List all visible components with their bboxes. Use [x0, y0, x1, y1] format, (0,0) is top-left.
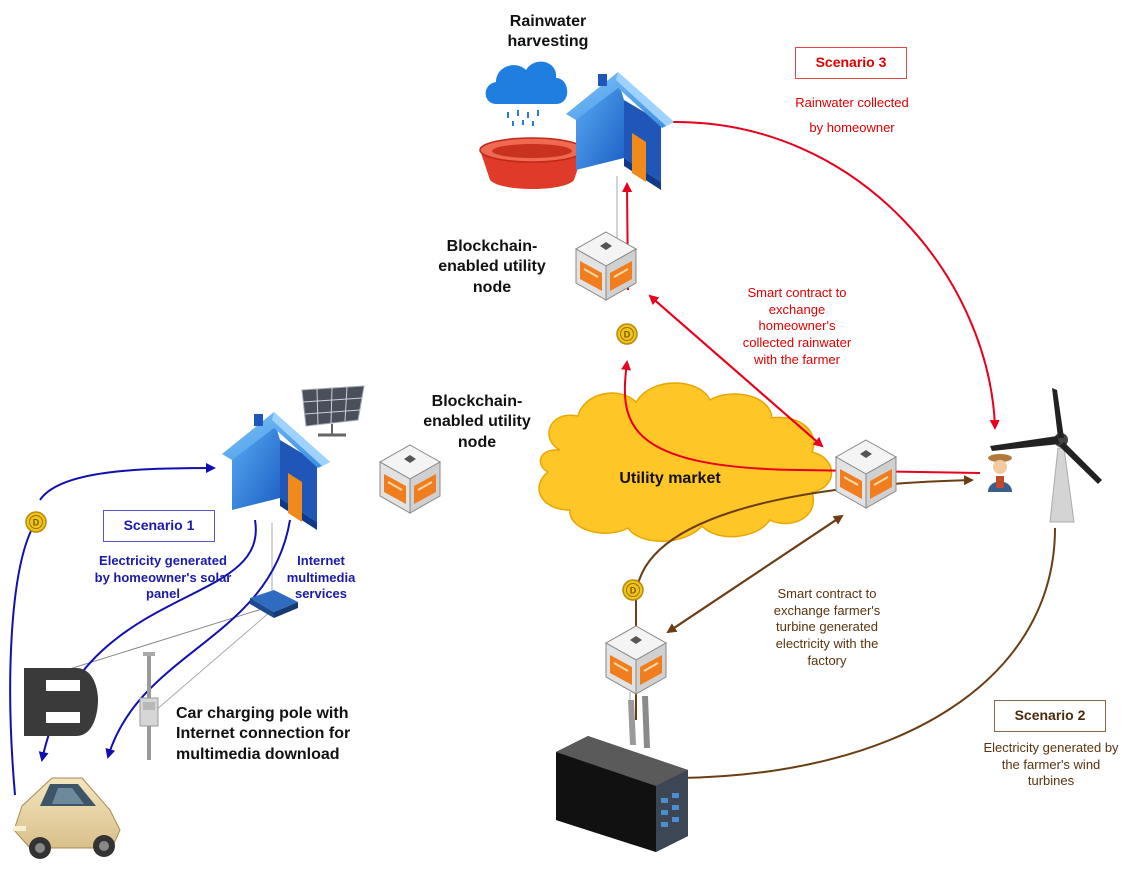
node-label-middle: Blockchain- enabled utility node [423, 393, 531, 451]
water-basin-icon [479, 137, 585, 189]
house-icon [566, 72, 674, 190]
charging-plug-icon [24, 668, 98, 736]
solar-panel-icon [301, 385, 365, 437]
coin-icon [616, 323, 638, 345]
internet-services-label: Internet multimedia services [286, 553, 356, 602]
router-icon [250, 590, 298, 618]
utility-market-label: Utility market [619, 470, 721, 487]
scenario-2-description: Electricity generated by the farmer's wi… [983, 740, 1119, 789]
scenario-1-description: Electricity generated by homeowner's sol… [94, 553, 232, 602]
scenario-3-box: Scenario 3 [795, 47, 907, 79]
blockchain-node-icon [379, 444, 441, 514]
blockchain-node-icon [605, 625, 667, 695]
smart-contract-electricity: Smart contract to exchange farmer's turb… [773, 586, 881, 668]
wind-turbine-icon [990, 388, 1102, 523]
car-charging-pole-label: Car charging pole with Internet connecti… [176, 705, 351, 763]
scenario-1-box: Scenario 1 [103, 510, 215, 542]
factory-icon [556, 696, 688, 852]
car-icon [13, 777, 121, 859]
scenario-2-box: Scenario 2 [994, 700, 1106, 732]
house-icon [222, 412, 330, 530]
smart-contract-water: Smart contract to exchange homeowner's c… [742, 285, 852, 367]
farmer-icon [988, 454, 1012, 492]
node-label-top: Blockchain- enabled utility node [438, 238, 546, 296]
scenario-3-description: Rainwater collected by homeowner [795, 95, 909, 136]
charging-pole-icon [139, 652, 159, 760]
utility-market-cloud [538, 382, 833, 542]
coin-icon [25, 511, 47, 533]
blockchain-node-icon [835, 439, 897, 509]
rain-cloud-icon [485, 61, 568, 126]
coin-icon [622, 579, 644, 601]
rainwater-harvesting-title: Rainwater harvesting [507, 13, 589, 51]
